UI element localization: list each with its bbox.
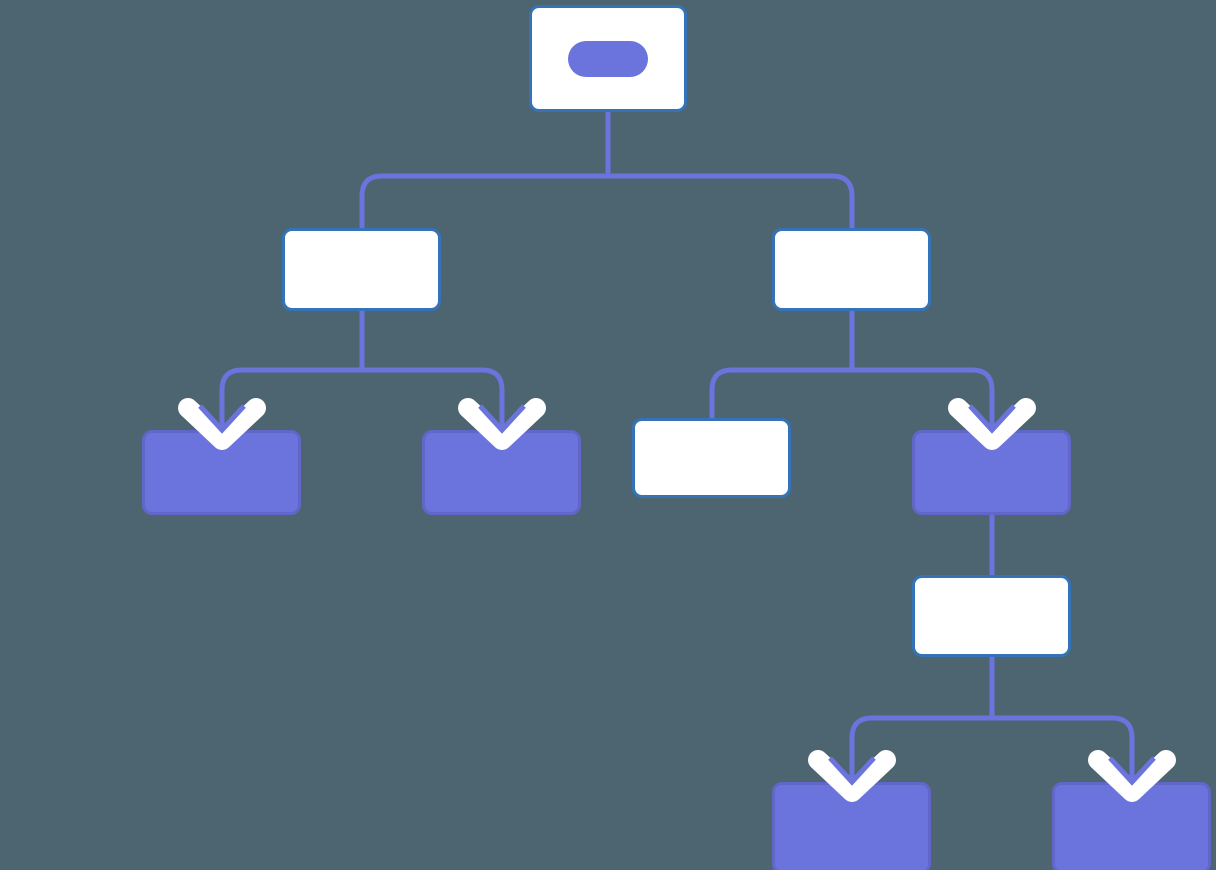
diagram-node-l2-c[interactable]: [632, 418, 791, 498]
diagram-node-l1-left[interactable]: [282, 228, 441, 311]
diagram-node-l4-a[interactable]: [772, 782, 931, 870]
diagram-node-l2-b[interactable]: [422, 430, 581, 515]
diagram-node-l2-a[interactable]: [142, 430, 301, 515]
node-pill-badge: [568, 41, 648, 77]
diagram-node-l1-right[interactable]: [772, 228, 931, 311]
diagram-node-l2-d[interactable]: [912, 430, 1071, 515]
diagram-node-l4-b[interactable]: [1052, 782, 1211, 870]
diagram-node-l3[interactable]: [912, 575, 1071, 657]
